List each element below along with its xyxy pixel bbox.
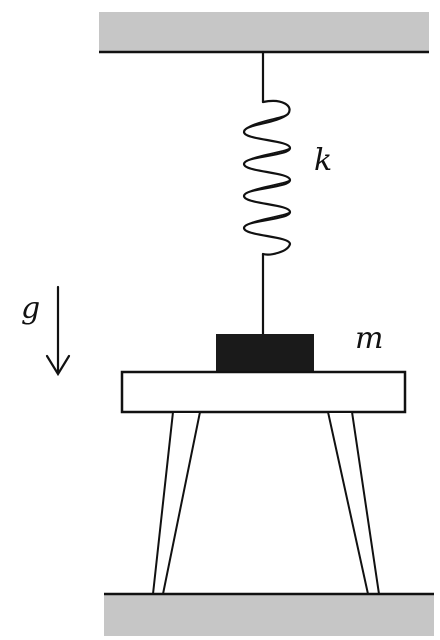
table-legs [151, 411, 381, 595]
mass-label: m [355, 321, 384, 356]
arrow-down-icon [45, 285, 71, 377]
spring-constant-label: k [314, 143, 333, 178]
table-top [120, 370, 407, 414]
gravity-label: g [21, 291, 41, 326]
table-leg-right [326, 411, 381, 595]
floor [104, 592, 434, 636]
spring-coil-back [243, 113, 291, 229]
ceiling-fill [99, 12, 429, 52]
spring-coil [242, 99, 292, 256]
table-leg-left [151, 411, 202, 595]
spring [242, 50, 292, 337]
mass-block [216, 334, 314, 372]
ceiling [99, 12, 429, 54]
floor-fill [104, 594, 434, 636]
